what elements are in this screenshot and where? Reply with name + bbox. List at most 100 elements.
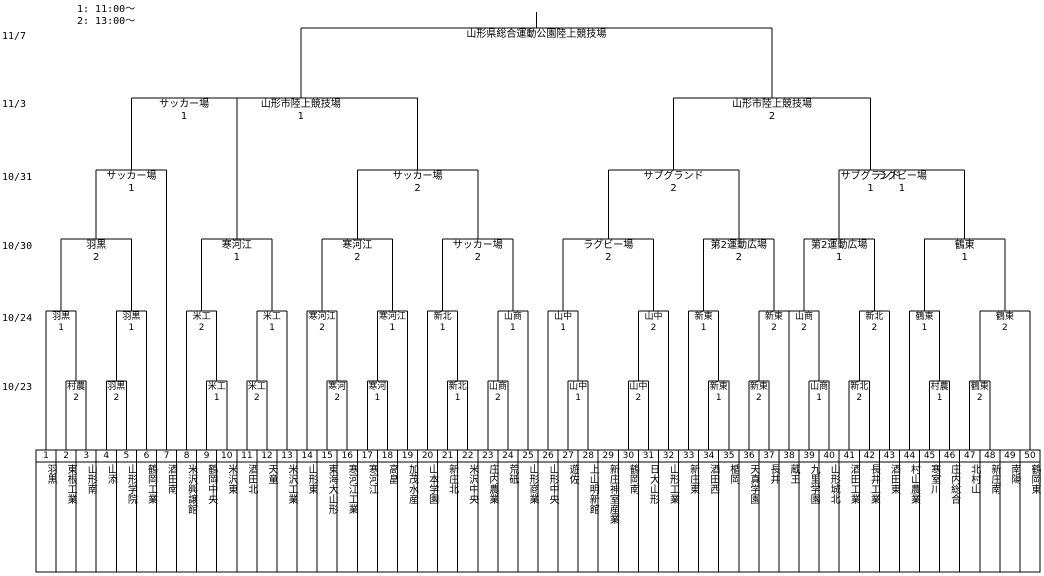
- team-seed: 37: [763, 451, 775, 461]
- game-slot: 1: [374, 393, 381, 403]
- team-name: 鶴岡南: [627, 464, 639, 494]
- team-name: 米沢中央: [466, 464, 478, 504]
- game-slot: 2: [650, 323, 657, 333]
- game-venue: 鶴東: [915, 312, 934, 322]
- team-seed: 33: [682, 451, 695, 461]
- game-slot: 2: [976, 393, 983, 403]
- team-seed: 24: [502, 451, 514, 461]
- team-name: 米沢工業: [286, 464, 298, 504]
- team-seed: 30: [622, 451, 635, 461]
- team-seed: 8: [183, 451, 190, 461]
- game-slot: 2: [871, 323, 878, 333]
- game-venue: サッカー場: [159, 99, 210, 110]
- team-seed: 40: [823, 451, 835, 461]
- game-slot: 2: [801, 323, 807, 333]
- team-name: 新庄神室産業: [607, 464, 619, 524]
- team-seed: 46: [943, 451, 956, 461]
- game-venue: 新北: [865, 312, 884, 322]
- game-venue: 山中: [644, 312, 663, 322]
- team-name: 酒田西: [707, 464, 719, 494]
- team-seed: 9: [203, 451, 210, 461]
- game-venue: 新東: [764, 312, 783, 322]
- game-slot: 2: [354, 252, 361, 263]
- game-slot: 1: [921, 323, 928, 333]
- game-slot: 1: [961, 252, 968, 263]
- team-name: 新庄北: [446, 464, 458, 494]
- game-slot: 2: [735, 252, 742, 263]
- game-venue: 鶴東: [995, 312, 1014, 322]
- team-seed: 7: [163, 451, 170, 461]
- game-venue: 新東: [709, 382, 728, 392]
- team-name: 新庄東: [687, 464, 699, 494]
- game-venue: ラグビー場: [583, 240, 634, 251]
- team-seed: 25: [522, 451, 534, 461]
- team-name: 長井工業: [868, 464, 880, 504]
- game-venue: サッカー場: [392, 171, 443, 182]
- team-seed: 6: [143, 451, 150, 461]
- game-venue: サッカー場: [452, 240, 503, 251]
- game-slot: 2: [756, 393, 762, 403]
- game-venue: 羽黒: [107, 382, 126, 392]
- team-name: 楯岡: [727, 464, 739, 484]
- game-slot: 2: [494, 393, 501, 403]
- team-name: 寒河江: [366, 464, 378, 494]
- team-name: 酒田工業: [848, 464, 860, 504]
- game-slot: 2: [198, 323, 205, 333]
- game-venue: 寒河江: [378, 312, 406, 322]
- date-semifinal: 11/3: [2, 99, 27, 110]
- game-slot: 1: [816, 393, 822, 403]
- game-slot: 1: [867, 183, 874, 194]
- team-seed: 5: [123, 451, 130, 461]
- game-venue: 新東: [694, 312, 713, 322]
- game-venue: 羽黒: [122, 312, 141, 322]
- game-slot: 1: [439, 323, 446, 333]
- team-seed: 11: [241, 451, 253, 461]
- game-slot: 2: [334, 393, 341, 403]
- team-seed: 38: [783, 451, 795, 461]
- team-name: 米沢東: [225, 464, 237, 494]
- team-seed: 28: [582, 451, 594, 461]
- game-slot: 1: [936, 393, 943, 403]
- game-venue: 山形県総合運動公園陸上競技場: [466, 29, 607, 40]
- team-seed: 44: [903, 451, 916, 461]
- team-name: 山形城北: [828, 464, 840, 504]
- team-name: 上山明新館: [587, 464, 599, 514]
- team-name: 加茂水産: [406, 464, 418, 504]
- game-venue: サブグランド: [643, 171, 704, 182]
- team-name: 山形学院: [125, 464, 137, 504]
- date-final: 11/7: [2, 31, 27, 42]
- game-venue: 第2運動広場: [811, 240, 868, 251]
- team-name: 長井: [767, 464, 779, 484]
- team-seed: 23: [482, 451, 494, 461]
- game-venue: 米工: [192, 312, 211, 322]
- team-seed: 13: [281, 451, 293, 461]
- game-slot: 2: [1001, 323, 1008, 333]
- team-name: 九里学園: [808, 464, 820, 504]
- date-round-of-16: 10/30: [2, 241, 33, 252]
- team-name: 遊佐: [567, 464, 579, 484]
- team-seed: 22: [461, 451, 474, 461]
- game-slot: 1: [180, 111, 188, 122]
- game-slot: 2: [93, 252, 100, 263]
- team-seed: 43: [883, 451, 896, 461]
- date-round-2: 10/24: [2, 313, 33, 324]
- game-venue: 寒河: [368, 382, 387, 392]
- game-venue: 羽黒: [86, 240, 107, 251]
- team-seed: 2: [63, 451, 69, 461]
- team-seed: 12: [261, 451, 273, 461]
- team-name: 山形中央: [547, 464, 559, 504]
- team-seed: 18: [381, 451, 394, 461]
- team-name: 山添: [105, 464, 117, 484]
- team-seed: 14: [301, 451, 313, 461]
- game-venue: 米工: [207, 382, 226, 392]
- game-slot: 1: [836, 252, 843, 263]
- game-venue: 新北: [433, 312, 452, 322]
- game-venue: 山商: [795, 312, 814, 322]
- team-seed: 3: [83, 451, 90, 461]
- game-venue: 第2運動広場: [710, 240, 767, 251]
- game-slot: 1: [233, 252, 240, 263]
- team-seed: 16: [341, 451, 353, 461]
- team-seed: 17: [361, 451, 374, 461]
- schedule-note-1: 1: 11:00～: [77, 4, 136, 15]
- team-name: 天童: [265, 464, 277, 484]
